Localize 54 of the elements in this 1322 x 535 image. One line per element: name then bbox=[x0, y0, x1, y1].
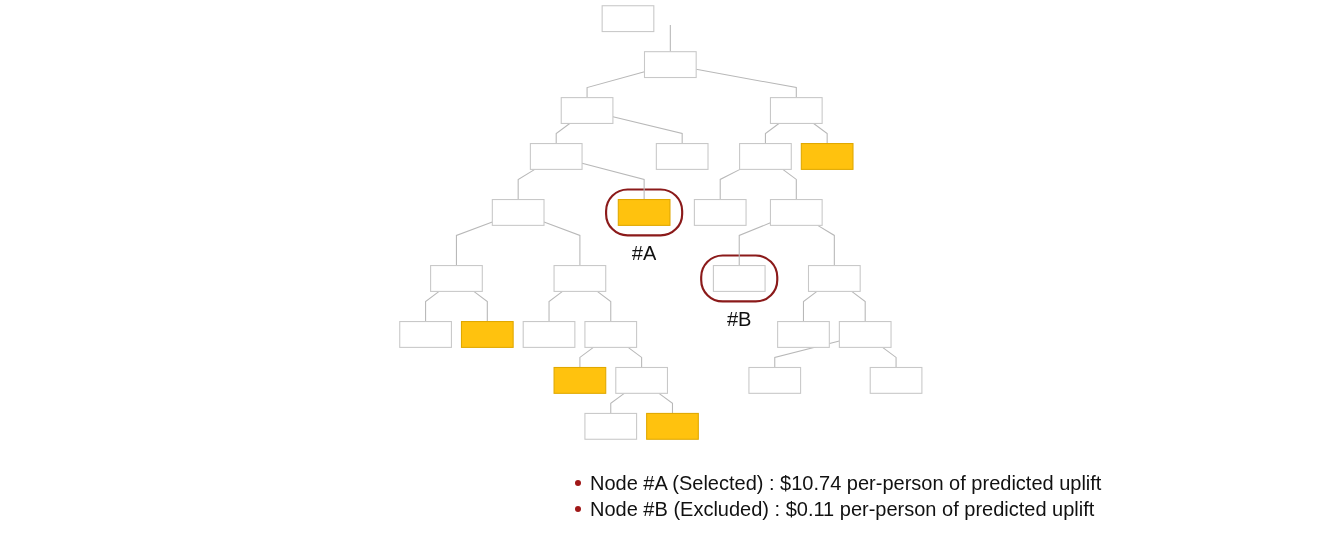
node-box bbox=[399, 321, 453, 348]
connector bbox=[765, 122, 780, 145]
node-box bbox=[584, 321, 638, 348]
node-box bbox=[694, 199, 747, 226]
connector bbox=[548, 290, 564, 323]
connector bbox=[596, 290, 612, 323]
connector bbox=[782, 168, 797, 201]
connector bbox=[738, 222, 772, 267]
node-box bbox=[615, 366, 669, 394]
connector bbox=[803, 290, 818, 323]
connector bbox=[610, 392, 625, 414]
node-box bbox=[522, 321, 576, 348]
cluster bbox=[605, 188, 684, 237]
node-box bbox=[655, 143, 709, 170]
node-box bbox=[461, 321, 514, 348]
node-box bbox=[839, 321, 892, 348]
node-box bbox=[646, 412, 700, 440]
node-box bbox=[644, 51, 697, 79]
node-box bbox=[739, 143, 792, 170]
node-box bbox=[617, 199, 671, 226]
connector bbox=[813, 122, 828, 145]
cluster bbox=[700, 254, 779, 303]
node-box bbox=[713, 265, 766, 292]
note-text: Node #B (Excluded) : $0.11 per-person of predicted uplift bbox=[590, 498, 1095, 520]
node-label: #A bbox=[632, 241, 657, 265]
connector bbox=[817, 224, 836, 267]
connector bbox=[425, 290, 440, 323]
node-box bbox=[530, 143, 583, 170]
node-box bbox=[770, 97, 823, 124]
node-box bbox=[560, 97, 614, 124]
connector bbox=[555, 122, 571, 145]
node-label: #B bbox=[727, 307, 752, 331]
connector bbox=[473, 290, 489, 323]
connector bbox=[627, 346, 643, 369]
connector bbox=[579, 346, 595, 369]
connector bbox=[719, 168, 741, 201]
node-box bbox=[584, 412, 638, 440]
node-box bbox=[553, 265, 607, 292]
connector bbox=[517, 168, 536, 201]
node-box bbox=[777, 321, 830, 348]
node-box bbox=[748, 366, 802, 394]
node-box bbox=[491, 199, 545, 226]
connector bbox=[851, 290, 866, 323]
node-box bbox=[808, 265, 861, 292]
connector bbox=[882, 346, 897, 369]
note-text: Node #A (Selected) : $10.74 per-person of predicted uplift bbox=[590, 472, 1102, 494]
connector bbox=[669, 24, 672, 53]
node-box bbox=[430, 265, 483, 292]
node-box bbox=[601, 5, 655, 33]
connector bbox=[658, 392, 674, 414]
node-box bbox=[553, 366, 607, 394]
node-box bbox=[800, 143, 854, 170]
node-box bbox=[869, 366, 923, 394]
node-box bbox=[770, 199, 823, 226]
